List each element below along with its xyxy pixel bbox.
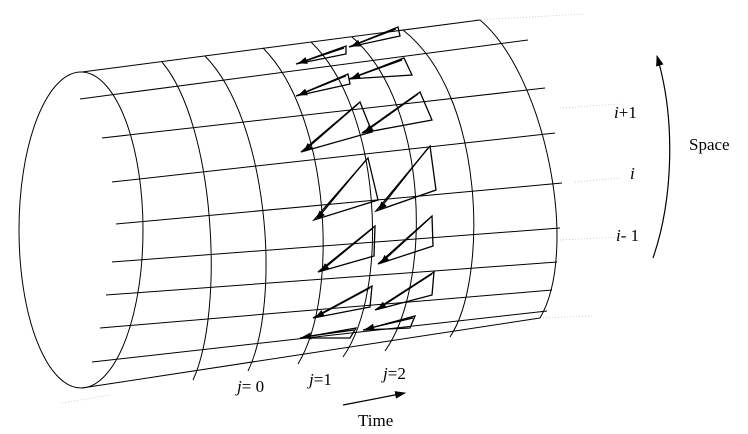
space-arrow [652,54,671,259]
front-end-face [18,71,144,389]
stencil-triangle [312,284,373,319]
mesh-ring-arc [204,55,267,372]
stencil-arrow [298,47,345,64]
stencil-triangle [374,144,437,213]
stencil-triangle [300,100,373,153]
mesh-ring-arc [310,41,374,358]
time-arrow [342,391,407,406]
time-axis-label: Time [358,411,393,430]
guide-line-row-mid [574,177,621,183]
stencil-triangles [295,26,437,340]
stencil-arrow [298,75,347,96]
col-label-0: j= 0 [235,377,264,396]
stencil-triangle [312,156,379,222]
col-label-2: j=2 [381,364,406,383]
mesh-row-line [79,39,529,100]
stencil-arrow [377,273,433,310]
stencil-arrow [380,217,431,264]
guide-line-row-above [559,103,621,109]
stencil-arrow [378,147,429,211]
mesh-row-line [111,132,556,183]
stencil-triangle [295,45,347,65]
guide-line-row-below [559,236,621,241]
mesh-row-line [111,227,561,263]
stencil-arrow [320,227,374,272]
mesh-row-line [101,87,546,139]
stencil-triangle [317,224,376,273]
guide-line-front-bottom [61,394,111,404]
stencil-triangle [361,91,433,134]
stencil-triangle [348,57,413,80]
col-label-1: j=1 [307,370,332,389]
stencil-triangle [362,315,417,331]
cylinder-outline [18,19,558,389]
stencil-arrow [303,103,359,152]
mesh-row-line [115,182,563,225]
mesh-ring-arc [402,29,475,338]
mesh [79,29,563,381]
row-label-mid: i [630,164,635,183]
row-label-above: i+1 [614,103,637,122]
mesh-row-line [99,289,553,329]
stencil-arrow [365,317,414,331]
mesh-row-line [91,310,548,363]
mesh-ring-arc [161,61,212,381]
guide-lines [61,13,621,404]
stencil-arrow [316,159,367,220]
mesh-ring-arc [351,36,417,352]
stencil-arrow [302,329,355,340]
mesh-row-line [105,261,558,296]
stencil-arrow [315,287,371,318]
stencil-triangle [348,26,401,48]
back-end-arc [479,19,558,319]
stencil-triangle [374,270,435,311]
stencil-arrow [351,28,397,47]
labels: i+1 i i- 1 Space Time j= 0 j=1 j=2 [235,103,730,430]
stencil-arrow [351,59,403,79]
mesh-ring-arc [262,47,324,365]
stencil-triangle [377,214,434,265]
top-silhouette [81,19,481,73]
row-label-below: i- 1 [616,226,639,245]
stencil-arrow [364,93,419,133]
guide-line-bottom [539,315,593,319]
guide-line-top [474,13,586,21]
bottom-silhouette [81,317,541,389]
space-axis-label: Space [689,135,730,154]
